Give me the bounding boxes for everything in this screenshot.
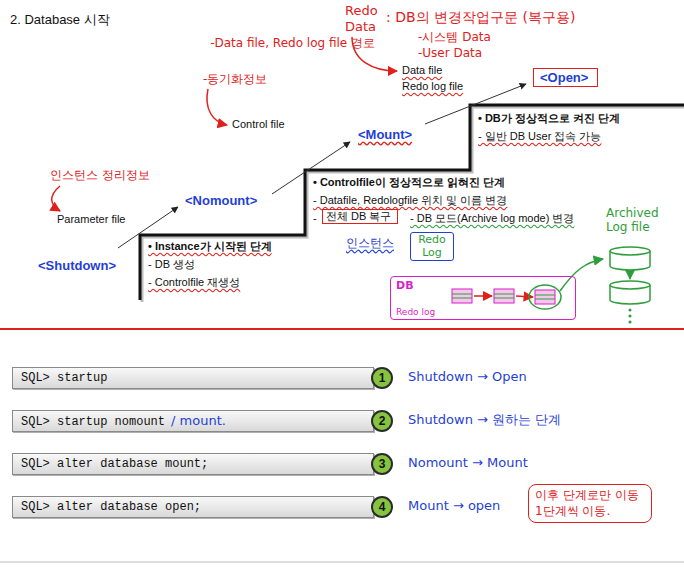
stair-shadow [142, 107, 684, 302]
sql-command-text: / mount. [171, 413, 226, 428]
archived-log-cylinders [610, 247, 650, 304]
separator-line [0, 328, 684, 330]
file-name: Data file [402, 64, 442, 77]
stage-item: - Datafile, Redologfile 위치 및 이름 변경 [313, 194, 507, 207]
note-box: 이후 단계로만 이동 1단계씩 이동. [528, 484, 652, 523]
drum-arrow [516, 296, 533, 297]
sql-command: SQL> startup [12, 367, 374, 389]
highlight-box-text: 전체 DB 복구 [326, 210, 391, 222]
highlight-box: 전체 DB 복구 [322, 209, 398, 224]
drum-stripe [494, 294, 514, 298]
dot [629, 315, 632, 318]
database-box-text: DB [396, 279, 414, 292]
sql-command-text: SQL> alter database mount; [21, 457, 208, 471]
note-text: Redo Data [345, 3, 385, 34]
archive-circle [529, 285, 561, 309]
drum-stripe [535, 295, 555, 299]
note-text: -Data file, Redo log file 경로 [203, 36, 375, 50]
bottom-rule [0, 562, 684, 563]
note-text: -시스템 Data [418, 30, 491, 44]
stage-item: - [313, 212, 317, 225]
redo-log-box-text: Redo Log [418, 233, 446, 259]
stage-box: <Open> [533, 68, 598, 87]
redo-log-drums [452, 285, 561, 309]
stage-item: - 일반 DB User 접속 가능 [478, 130, 601, 143]
stage-heading: • Controlfile이 정상적으로 읽혀진 단계 [313, 176, 505, 189]
stair-line [140, 105, 684, 300]
note-text: -동기화정보 [203, 72, 267, 86]
dot [629, 321, 632, 324]
cylinder-arrow [629, 271, 631, 279]
dot [629, 309, 632, 312]
database-box-text: Redo log [396, 307, 435, 317]
stage-name: <Nomount> [185, 193, 257, 209]
callout-number: 4 [371, 496, 393, 518]
sql-command: SQL> alter database mount; [12, 453, 374, 475]
drum [494, 289, 514, 303]
archive-arrow [560, 259, 603, 291]
callout-number-text: 4 [379, 500, 386, 514]
note-text: Archived Log file [606, 206, 680, 235]
callout-number-text: 1 [379, 371, 386, 385]
annotation-arrow [207, 89, 227, 125]
transition-note: Nomount → Mount [408, 455, 528, 471]
drum-arrow [474, 295, 492, 297]
callout-number: 1 [371, 367, 393, 389]
note-text: : DB의 변경작업구문 (복구용) [386, 9, 575, 26]
stage-item: - Controlfile 재생성 [148, 276, 240, 289]
page-title: 2. Database 시작 [10, 12, 110, 28]
drum [535, 290, 555, 304]
stage-name: <Mount> [358, 127, 412, 143]
note-box-text: 이후 단계로만 이동 1단계씩 이동. [535, 488, 639, 518]
callout-number-text: 2 [379, 414, 386, 428]
stage-item: - DB 생성 [148, 258, 195, 271]
database-box: DB Redo log [390, 276, 576, 320]
callout-number: 3 [371, 453, 393, 475]
stage-heading: • Instance가 시작된 단계 [148, 240, 272, 253]
redo-log-box: Redo Log [410, 232, 454, 261]
file-name: Redo log file [402, 80, 463, 93]
file-name: Control file [232, 118, 285, 131]
callout-number-text: 3 [379, 457, 386, 471]
stage-item: - DB 모드(Archive log mode) 변경 [410, 212, 574, 225]
annotation-arrow [52, 186, 60, 211]
callout-number: 2 [371, 410, 393, 432]
stage-box-text: <Open> [540, 70, 588, 85]
cylinder-top [610, 281, 650, 289]
sql-command: SQL> alter database open; [12, 496, 374, 518]
stage-name: <Shutdown> [38, 258, 116, 274]
note-text: 인스턴스 [346, 236, 394, 250]
note-text: -User Data [418, 46, 482, 60]
transition-note: Mount → open [408, 498, 500, 514]
cylinder-top [610, 247, 650, 255]
note-text: 인스턴스 정리정보 [50, 168, 150, 182]
file-name: Parameter file [57, 213, 125, 226]
transition-note: Shutdown → 원하는 단계 [408, 412, 561, 428]
sql-command: SQL> startup nomount / mount. [12, 410, 374, 432]
drum [452, 289, 472, 303]
sql-command-text: SQL> alter database open; [21, 500, 201, 514]
stage-heading: • DB가 정상적으로 켜진 단계 [478, 112, 620, 125]
transition-note: Shutdown → Open [408, 369, 527, 385]
drum-stripe [452, 294, 472, 298]
sql-command-text: SQL> startup nomount [21, 415, 165, 429]
sql-command-text: SQL> startup [21, 371, 107, 385]
